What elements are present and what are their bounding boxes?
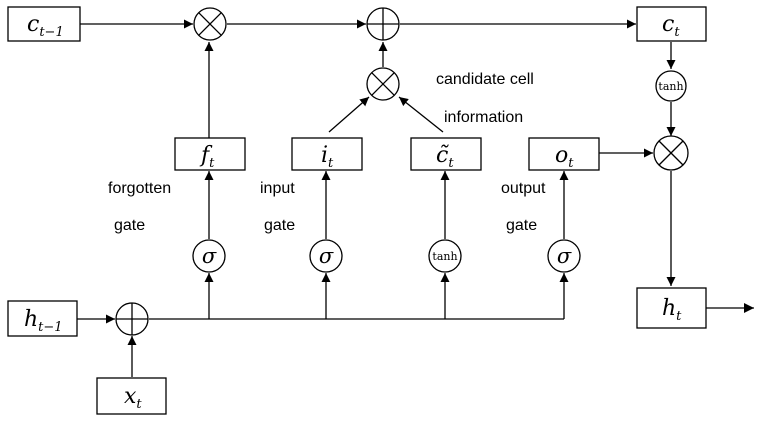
tanh-candidate-node: tanh bbox=[428, 239, 462, 273]
svg-text:ht−1: ht−1 bbox=[24, 307, 63, 335]
sigma-input-node: σ bbox=[309, 239, 343, 273]
box-c-tilde: c̃t bbox=[410, 137, 482, 171]
svg-text:ot: ot bbox=[555, 143, 574, 171]
candidate-cell-label: candidate cell bbox=[436, 71, 534, 88]
svg-text:it: it bbox=[321, 143, 334, 171]
box-c-t: ct bbox=[636, 6, 707, 42]
box-i-t: it bbox=[291, 137, 363, 171]
box-h-t: ht bbox=[636, 287, 707, 329]
svg-text:ct: ct bbox=[662, 12, 680, 40]
input-label: input bbox=[260, 180, 295, 197]
o-t-sub: t bbox=[568, 156, 574, 171]
input-multiply-node bbox=[366, 67, 400, 101]
c-tilde-base: c̃ bbox=[436, 143, 449, 168]
output-gate-label: gate bbox=[506, 217, 537, 234]
cell-add-node bbox=[366, 7, 400, 41]
sigma-output-node: σ bbox=[547, 239, 581, 273]
arrow-ctilde-to-input-mult bbox=[398, 96, 444, 133]
candidate-information-label: information bbox=[444, 109, 523, 126]
h-t-sub: t bbox=[676, 309, 682, 324]
sigma-output-symbol: σ bbox=[557, 244, 572, 268]
i-t-base: i bbox=[321, 143, 328, 168]
svg-text:ht: ht bbox=[662, 296, 682, 324]
arrow-it-to-input-mult bbox=[328, 96, 370, 133]
svg-text:ct−1: ct−1 bbox=[27, 12, 64, 40]
tanh-cell-node: tanh bbox=[655, 70, 687, 102]
o-t-base: o bbox=[555, 143, 568, 168]
connections bbox=[77, 19, 754, 377]
f-t-sub: t bbox=[209, 156, 215, 171]
forget-multiply-node bbox=[193, 7, 227, 41]
concat-add-node bbox=[115, 302, 149, 336]
forgotten-label: forgotten bbox=[108, 180, 171, 197]
c-prev-base: c bbox=[27, 12, 39, 37]
forgotten-gate-label: gate bbox=[114, 217, 145, 234]
svg-text:c̃t: c̃t bbox=[436, 143, 454, 171]
box-c-prev: ct−1 bbox=[7, 6, 81, 42]
sigma-forget-symbol: σ bbox=[202, 244, 217, 268]
c-tilde-sub: t bbox=[448, 156, 454, 171]
sigma-forget-node: σ bbox=[192, 239, 226, 273]
input-gate-label: gate bbox=[264, 217, 295, 234]
svg-text:xt: xt bbox=[124, 384, 142, 412]
h-prev-base: h bbox=[24, 307, 38, 332]
h-prev-sub: t−1 bbox=[38, 320, 62, 335]
h-t-base: h bbox=[662, 296, 676, 321]
x-t-base: x bbox=[124, 384, 137, 409]
box-h-prev: ht−1 bbox=[7, 300, 78, 337]
tanh-cell-label: tanh bbox=[658, 80, 683, 93]
c-prev-sub: t−1 bbox=[39, 25, 63, 40]
tanh-candidate-label: tanh bbox=[432, 250, 457, 263]
i-t-sub: t bbox=[328, 156, 334, 171]
c-t-sub: t bbox=[674, 25, 680, 40]
c-t-base: c bbox=[662, 12, 674, 37]
output-label: output bbox=[501, 180, 546, 197]
sigma-input-symbol: σ bbox=[319, 244, 334, 268]
x-t-sub: t bbox=[136, 397, 142, 412]
box-o-t: ot bbox=[528, 137, 600, 171]
box-x-t: xt bbox=[96, 377, 167, 415]
output-multiply-node bbox=[653, 135, 689, 171]
box-f-t: ft bbox=[174, 137, 246, 171]
